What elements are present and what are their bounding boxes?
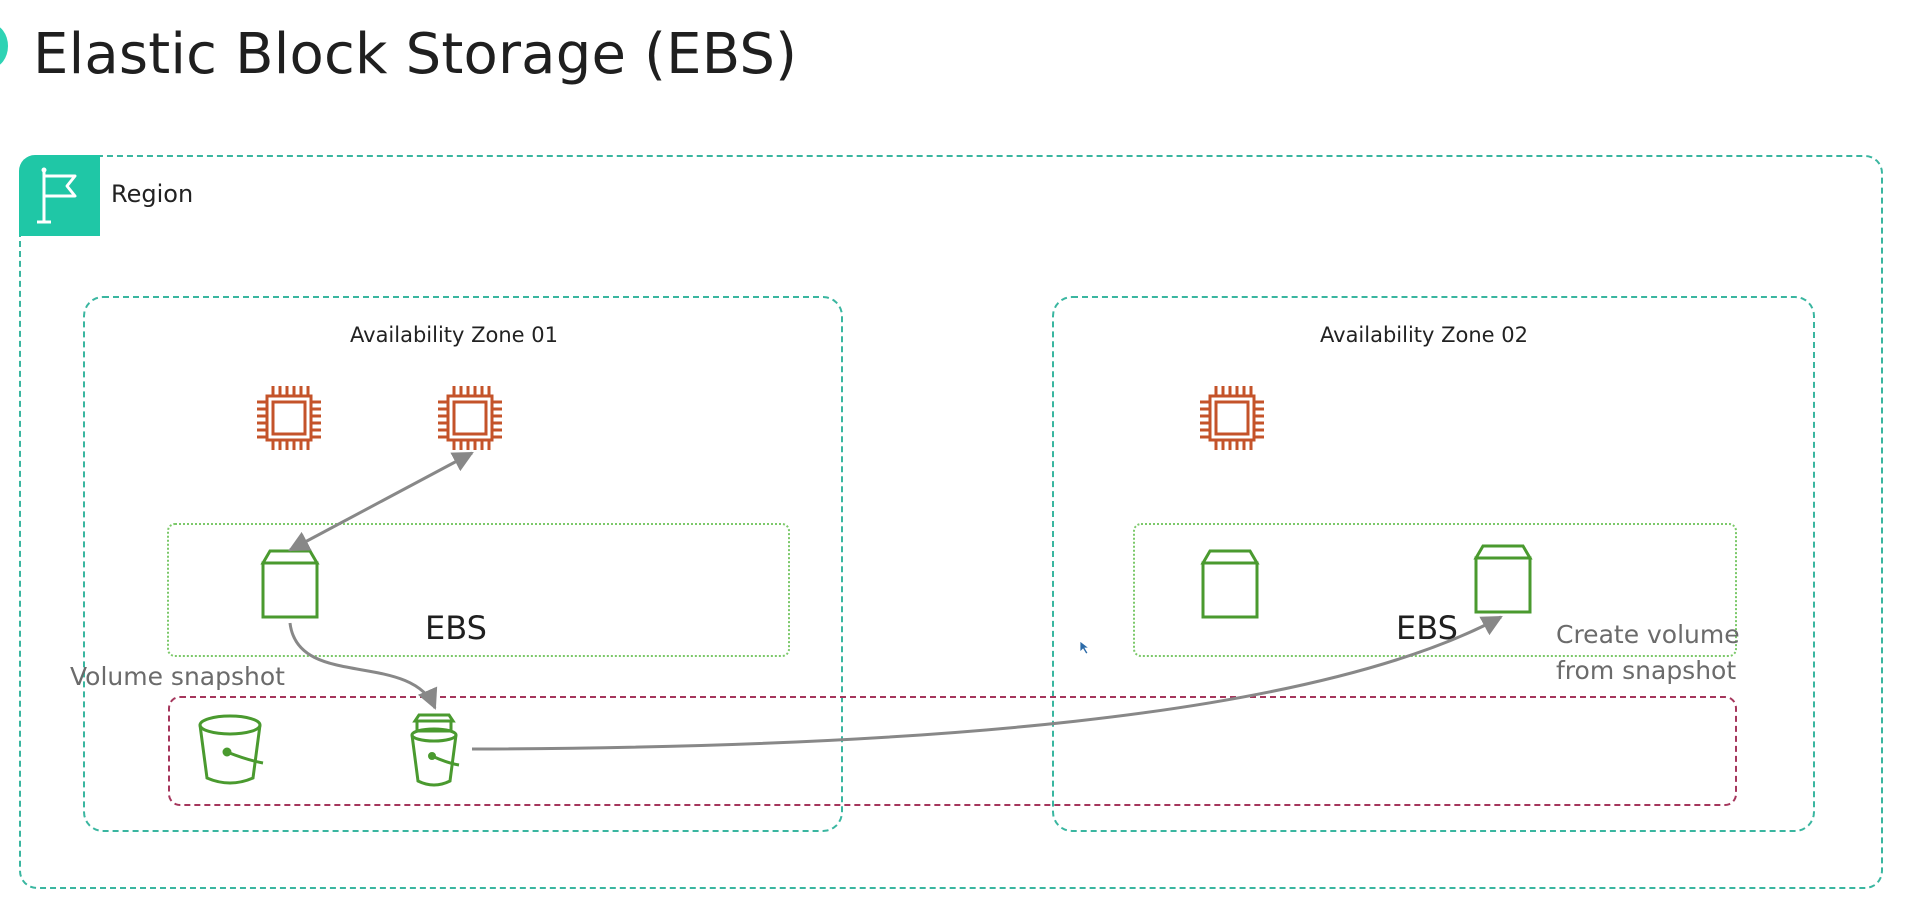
flag-icon [37,167,77,224]
s3-bucket-icon [410,713,460,787]
snapshot-to-new-volume-arrow [471,615,1503,751]
s3-bucket-icon [198,714,264,785]
ebs-volume-icon [260,549,320,619]
mouse-cursor-icon [1079,640,1091,655]
ebs-volume-icon [1473,544,1533,614]
ebs-group-az1 [167,523,790,657]
ebs-volume-icon [1200,549,1260,619]
snapshot-band [168,696,1737,806]
availability-zone-01 [83,296,843,832]
instance-volume-attach-arrow [288,451,474,552]
corner-accent-dot [0,24,8,68]
ec2-instance-icon [438,386,502,450]
availability-zone-02-label: Availability Zone 02 [1320,323,1529,347]
create-volume-line-2: from snapshot [1556,656,1737,685]
region-container [19,155,1883,889]
availability-zone-01-label: Availability Zone 01 [350,323,559,347]
region-flag-badge [19,155,100,236]
ec2-instance-icon [257,386,321,450]
ec2-instance-icon [1200,386,1264,450]
ebs-group-az2 [1133,523,1737,657]
create-volume-line-1: Create volume [1556,620,1740,649]
volume-to-snapshot-arrow [288,622,438,710]
volume-snapshot-label: Volume snapshot [70,662,285,691]
availability-zone-02 [1052,296,1815,832]
slide-title: Elastic Block Storage (EBS) [33,22,798,87]
create-volume-from-snapshot-label: Create volume from snapshot [1556,617,1740,689]
region-label: Region [111,180,194,208]
ebs-label-az1: EBS [425,609,487,647]
